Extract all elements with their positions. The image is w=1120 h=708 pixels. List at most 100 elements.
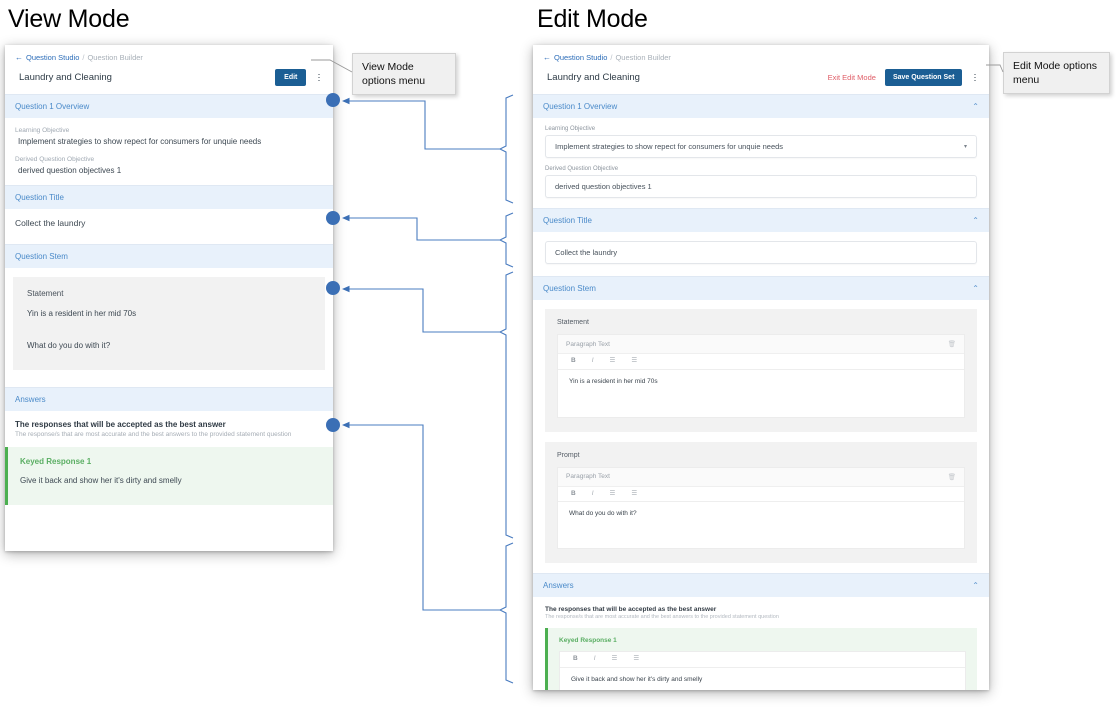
keyed-response-card: Keyed Response 1 B I ☰ ☰ Give it back an… bbox=[545, 628, 977, 690]
breadcrumb-root-link[interactable]: Question Studio bbox=[554, 53, 608, 62]
answers-subheading: The response/s that are most accurate an… bbox=[15, 431, 292, 438]
answers-subheading: The response/s that are most accurate an… bbox=[545, 614, 779, 620]
rte-header: Paragraph Text 🗑 bbox=[558, 335, 964, 354]
view-header-row: Laundry and Cleaning Edit bbox=[15, 69, 323, 94]
section-header-overview[interactable]: Question 1 Overview bbox=[5, 94, 333, 118]
derived-objective-value: derived question objectives 1 bbox=[18, 166, 122, 175]
edit-app-header: ← Question Studio / Question Builder Lau… bbox=[533, 45, 989, 94]
italic-icon[interactable]: I bbox=[591, 357, 594, 364]
section-label-overview: Question 1 Overview bbox=[543, 102, 618, 111]
unordered-list-icon[interactable]: ☰ bbox=[631, 489, 638, 497]
keyed-response-rich-text-editor[interactable]: B I ☰ ☰ Give it back and show her it's d… bbox=[559, 651, 966, 690]
question-title-value: Collect the laundry bbox=[555, 248, 618, 257]
section-body-overview: Learning Objective Implement strategies … bbox=[533, 118, 989, 208]
derived-objective-label: Derived Question Objective bbox=[15, 156, 95, 163]
edit-header-row: Laundry and Cleaning Exit Edit Mode Save… bbox=[543, 69, 979, 94]
view-options-menu-icon[interactable] bbox=[315, 72, 323, 84]
section-header-title[interactable]: Question Title ⌃ bbox=[533, 208, 989, 232]
prompt-card: Prompt Paragraph Text 🗑 B I ☰ ☰ What do … bbox=[545, 441, 977, 563]
back-arrow-icon[interactable]: ← bbox=[15, 53, 23, 62]
prompt-text[interactable]: What do you do with it? bbox=[569, 510, 637, 517]
derived-objective-label: Derived Question Objective bbox=[545, 166, 619, 172]
breadcrumb-separator: / bbox=[610, 53, 613, 62]
learning-objective-label: Learning Objective bbox=[545, 126, 596, 132]
unordered-list-icon[interactable]: ☰ bbox=[633, 655, 640, 662]
learning-objective-value: Implement strategies to show repect for … bbox=[18, 137, 262, 146]
callout-edit-mode-options: Edit Mode options menu bbox=[1003, 52, 1110, 95]
prompt-text: What do you do with it? bbox=[27, 341, 111, 350]
keyed-response-text[interactable]: Give it back and show her it's dirty and… bbox=[571, 675, 703, 683]
keyed-response-title: Keyed Response 1 bbox=[559, 637, 617, 644]
back-arrow-icon[interactable]: ← bbox=[543, 53, 551, 62]
edit-mode-panel: ← Question Studio / Question Builder Lau… bbox=[533, 45, 989, 690]
rte-toolbar: B I ☰ ☰ bbox=[560, 652, 965, 668]
paragraph-text-label: Paragraph Text bbox=[566, 340, 610, 348]
bold-icon[interactable]: B bbox=[571, 489, 576, 497]
italic-icon[interactable]: I bbox=[593, 655, 596, 662]
section-label-stem: Question Stem bbox=[15, 252, 68, 261]
section-body-stem: Statement Yin is a resident in her mid 7… bbox=[5, 277, 333, 387]
view-mode-heading: View Mode bbox=[8, 5, 130, 33]
chevron-up-icon[interactable]: ⌃ bbox=[972, 580, 979, 590]
rte-header: Paragraph Text 🗑 bbox=[558, 467, 964, 487]
section-label-answers: Answers bbox=[15, 395, 46, 404]
edit-button[interactable]: Edit bbox=[275, 69, 307, 86]
trash-icon[interactable]: 🗑 bbox=[947, 341, 956, 348]
learning-objective-label: Learning Objective bbox=[15, 127, 70, 134]
statement-rich-text-editor[interactable]: Paragraph Text 🗑 B I ☰ ☰ Yin is a reside… bbox=[557, 334, 965, 418]
question-title-input[interactable]: Collect the laundry bbox=[545, 241, 977, 264]
section-label-title: Question Title bbox=[15, 193, 64, 202]
ordered-list-icon[interactable]: ☰ bbox=[609, 357, 616, 364]
answers-heading: The responses that will be accepted as t… bbox=[15, 420, 226, 429]
section-label-overview: Question 1 Overview bbox=[15, 102, 90, 111]
statement-label: Statement bbox=[27, 289, 64, 298]
chevron-up-icon[interactable]: ⌃ bbox=[972, 215, 979, 225]
section-label-title: Question Title bbox=[543, 216, 592, 225]
keyed-response-card: Keyed Response 1 Give it back and show h… bbox=[5, 447, 333, 505]
bold-icon[interactable]: B bbox=[571, 357, 576, 364]
ordered-list-icon[interactable]: ☰ bbox=[609, 489, 616, 497]
italic-icon[interactable]: I bbox=[591, 489, 594, 497]
exit-edit-mode-link[interactable]: Exit Edit Mode bbox=[827, 73, 876, 82]
view-app-header: ← Question Studio / Question Builder Lau… bbox=[5, 45, 333, 94]
breadcrumb-separator: / bbox=[82, 53, 85, 62]
chevron-up-icon[interactable]: ⌃ bbox=[972, 283, 979, 293]
prompt-rich-text-editor[interactable]: Paragraph Text 🗑 B I ☰ ☰ What do you do … bbox=[557, 466, 965, 549]
section-header-stem[interactable]: Question Stem bbox=[5, 244, 333, 268]
section-body-title: Collect the laundry bbox=[533, 232, 989, 276]
keyed-response-title: Keyed Response 1 bbox=[20, 457, 92, 466]
prompt-label: Prompt bbox=[557, 451, 580, 459]
section-body-overview: Learning Objective Implement strategies … bbox=[5, 118, 333, 185]
breadcrumb: ← Question Studio / Question Builder bbox=[15, 53, 323, 62]
rte-toolbar: B I ☰ ☰ bbox=[558, 354, 964, 370]
section-header-answers[interactable]: Answers ⌃ bbox=[533, 573, 989, 597]
breadcrumb-root-link[interactable]: Question Studio bbox=[26, 53, 80, 62]
derived-objective-value: derived question objectives 1 bbox=[555, 182, 652, 191]
bold-icon[interactable]: B bbox=[573, 655, 578, 662]
statement-text[interactable]: Yin is a resident in her mid 70s bbox=[569, 377, 658, 385]
section-header-answers[interactable]: Answers bbox=[5, 387, 333, 411]
save-question-set-button[interactable]: Save Question Set bbox=[884, 69, 963, 86]
view-header-actions: Edit bbox=[275, 69, 323, 86]
learning-objective-value: Implement strategies to show repect for … bbox=[555, 142, 784, 151]
answers-heading: The responses that will be accepted as t… bbox=[545, 606, 717, 613]
chevron-up-icon[interactable]: ⌃ bbox=[972, 101, 979, 111]
keyed-response-text: Give it back and show her it's dirty and… bbox=[20, 476, 182, 485]
page-title: Laundry and Cleaning bbox=[547, 72, 640, 83]
edit-header-actions: Exit Edit Mode Save Question Set bbox=[828, 69, 979, 86]
paragraph-text-label: Paragraph Text bbox=[566, 473, 610, 480]
trash-icon[interactable]: 🗑 bbox=[947, 473, 956, 481]
derived-objective-input[interactable]: derived question objectives 1 bbox=[545, 175, 977, 198]
section-header-stem[interactable]: Question Stem ⌃ bbox=[533, 276, 989, 300]
section-header-overview[interactable]: Question 1 Overview ⌃ bbox=[533, 94, 989, 118]
question-title-value: Collect the laundry bbox=[5, 209, 333, 244]
section-label-stem: Question Stem bbox=[543, 284, 596, 293]
section-header-title[interactable]: Question Title bbox=[5, 185, 333, 209]
ordered-list-icon[interactable]: ☰ bbox=[611, 655, 618, 662]
unordered-list-icon[interactable]: ☰ bbox=[631, 357, 638, 364]
chevron-down-icon[interactable]: ▾ bbox=[963, 144, 967, 150]
edit-options-menu-icon[interactable] bbox=[971, 72, 979, 84]
learning-objective-select[interactable]: Implement strategies to show repect for … bbox=[545, 135, 977, 158]
page-title: Laundry and Cleaning bbox=[19, 72, 112, 83]
